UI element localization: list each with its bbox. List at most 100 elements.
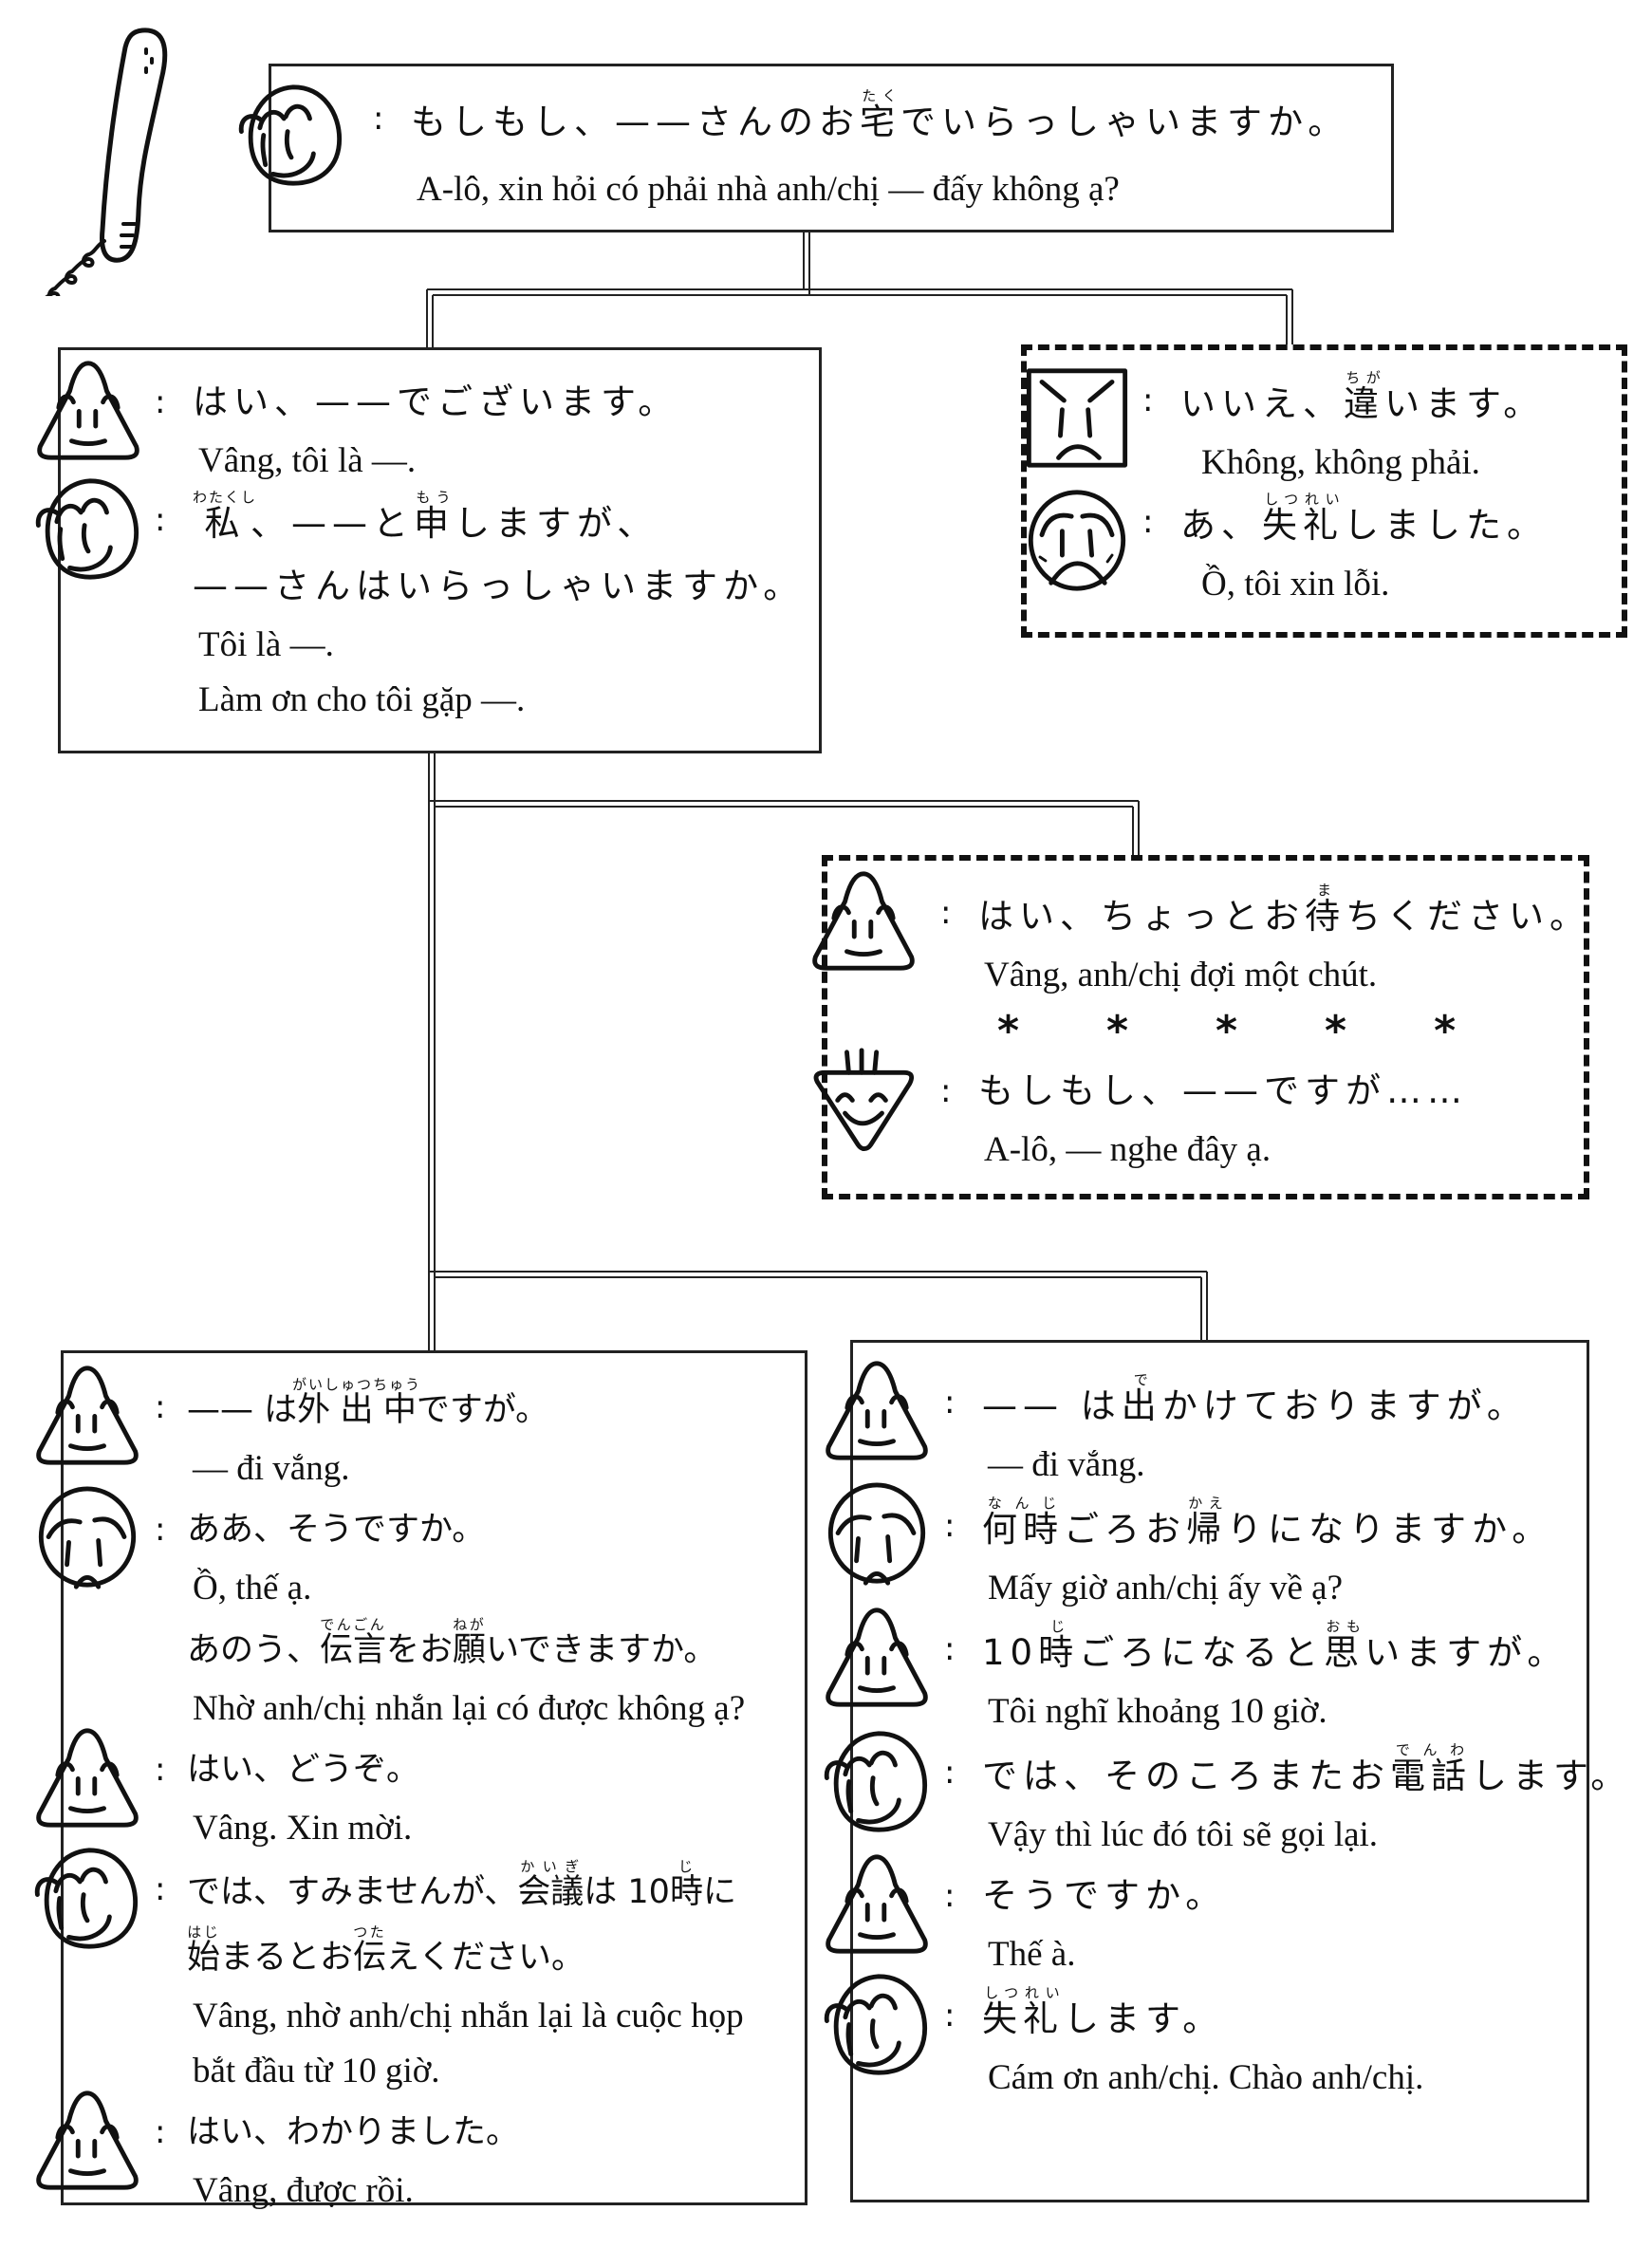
furigana: じ — [669, 1858, 703, 1875]
kanji-with-furigana: 帰かえ — [1186, 1496, 1227, 1551]
japanese-text: ですが。 — [416, 1391, 549, 1429]
furigana: ねが — [453, 1616, 487, 1633]
person-out-leave-message-box: :—— は外出中がいしゅつちゅうですが。— đi vắng.:ああ、そうですか。… — [34, 1350, 807, 2210]
kanji: 失礼 — [982, 1998, 1064, 2039]
japanese-text: はい、——でございます。 — [193, 381, 679, 422]
japanese-text: あ、 — [1180, 505, 1262, 546]
receiver-face-icon — [31, 1725, 143, 1831]
vietnamese-translation: Vâng, được rồi. — [193, 2171, 414, 2210]
japanese-line: もしもし、——さんのお宅たくでいらっしゃいますか。 — [411, 87, 1391, 154]
utterance-receiver: :はい、ちょっとお待まちください。Vâng, anh/chị đợi một c… — [812, 871, 1585, 1003]
person-available-box: :はい、ちょっとお待まちください。Vâng, anh/chị đợi một c… — [812, 855, 1589, 1199]
kanji-with-furigana: 伝つた — [353, 1925, 386, 1978]
kanji-with-furigana: 電話でんわ — [1390, 1743, 1472, 1797]
utterance-caller: :私わたくし、——と申もうしますが、——さんはいらっしゃいますか。Tôi là … — [35, 478, 819, 728]
connector-request-to-availability — [428, 753, 1140, 855]
caller-face-icon — [32, 475, 144, 582]
furigana: つた — [353, 1923, 387, 1941]
speaker-colon: : — [155, 1388, 166, 1426]
receiver-face-icon — [807, 868, 919, 975]
japanese-text: しますが、 — [455, 503, 659, 544]
japanese-line: はい、わかりました。 — [187, 2101, 805, 2164]
vietnamese-translation: Nhờ anh/chị nhắn lại có được không ạ? — [193, 1689, 746, 1728]
vietnamese-translation: Vâng, nhờ anh/chị nhắn lại là cuộc họp — [193, 1997, 744, 2035]
japanese-text: かけておりますが。 — [1161, 1385, 1528, 1426]
utterance-angry: :いいえ、違ちがいます。Không, không phải. — [1026, 368, 1622, 491]
speaker-colon: : — [940, 894, 952, 932]
japanese-line: 何時なんじごろお帰かえりになりますか。 — [982, 1495, 1587, 1561]
japanese-text: そうですか。 — [982, 1875, 1227, 1916]
vietnamese-translation: Tôi là —. — [198, 625, 334, 664]
vietnamese-translation: A-lô, — nghe đây ạ. — [984, 1130, 1271, 1169]
kanji-with-furigana: 願ねが — [453, 1618, 487, 1670]
vietnamese-translation: Làm ơn cho tôi gặp —. — [198, 680, 526, 719]
utterance-receiver: :はい、どうぞ。Vâng. Xin mời. — [36, 1728, 805, 1856]
correct-number-box: :はい、——でございます。Vâng, tôi là —.:私わたくし、——と申も… — [35, 347, 822, 753]
japanese-line: 失礼しつれいします。 — [982, 1984, 1587, 2051]
connector-opening-to-branches — [426, 232, 1293, 347]
kanji: 帰 — [1186, 1509, 1227, 1550]
japanese-line: もしもし、——ですが…… — [978, 1060, 1584, 1123]
kanji: 宅 — [860, 102, 900, 142]
japanese-text: ごろお — [1064, 1509, 1186, 1550]
vietnamese-translation: Thế à. — [988, 1935, 1076, 1974]
japanese-text: をお — [386, 1631, 454, 1669]
speaker-colon: : — [944, 1877, 956, 1915]
furigana: もう — [414, 489, 455, 506]
japanese-line: あのう、伝言でんごんをお願ねがいできますか。 — [187, 1616, 805, 1682]
furigana: かいぎ — [517, 1858, 585, 1875]
japanese-line: では、すみませんが、会議かいぎは 10時じに — [187, 1858, 805, 1923]
scene-break-asterisks: ***** — [940, 1003, 1584, 1060]
japanese-text: まるとお — [220, 1939, 354, 1977]
speaker-colon: : — [944, 1754, 956, 1792]
kanji-with-furigana: 出で — [1121, 1373, 1162, 1427]
caller-face-icon — [235, 82, 347, 188]
japanese-text: 10 — [982, 1632, 1039, 1673]
vietnamese-translation: Không, không phải. — [1201, 443, 1480, 482]
wrong-number-box: :いいえ、違ちがいます。Không, không phải.:あ、失礼しつれいし… — [1021, 344, 1627, 638]
japanese-text: しました。 — [1344, 505, 1548, 546]
furigana: たく — [860, 87, 900, 104]
speaker-colon: : — [944, 1507, 956, 1545]
utterance-caller: :では、すみませんが、会議かいぎは 10時じに始はじまるとお伝つたえください。V… — [34, 1848, 805, 2099]
speaker-colon: : — [155, 2113, 166, 2151]
japanese-text: ごろになると — [1079, 1632, 1325, 1673]
japanese-text: いいえ、 — [1180, 383, 1344, 424]
japanese-text: はい、ちょっとお — [978, 896, 1305, 937]
asterisk: * — [1325, 1007, 1347, 1055]
kanji-with-furigana: 何時なんじ — [982, 1496, 1064, 1551]
japanese-text: します。 — [1472, 1756, 1632, 1796]
japanese-line: はい、ちょっとお待まちください。 — [978, 882, 1585, 948]
kanji-with-furigana: 宅たく — [860, 89, 900, 143]
person-out-call-back-box: :—— は出でかけておりますが。— đi vắng.: 何時なんじごろお帰かえりに… — [824, 1340, 1625, 2202]
utterance-target: : もしもし、——ですが…… A-lô, — nghe đây ạ. — [813, 1048, 1584, 1178]
japanese-line: —— は出でかけておりますが。 — [982, 1371, 1587, 1438]
japanese-line: はい、——でございます。 — [193, 371, 819, 434]
caller-face-icon — [821, 1728, 933, 1834]
kanji: 待 — [1305, 896, 1346, 937]
japanese-text: —— は — [187, 1391, 298, 1429]
kanji-with-furigana: 違ちが — [1344, 371, 1384, 425]
japanese-line: では、そのころまたお電話でんわします。 — [982, 1741, 1625, 1808]
utterance-receiver: :はい、——でございます。Vâng, tôi là —. — [37, 361, 819, 489]
kanji: 願 — [453, 1631, 487, 1669]
sorry-face-icon — [1021, 487, 1133, 593]
receiver-face-icon — [32, 358, 144, 464]
speaker-colon: : — [940, 1072, 952, 1110]
furigana: おも — [1324, 1618, 1365, 1635]
japanese-text: します。 — [1064, 1998, 1224, 2039]
japanese-text: もしもし、——さんのお — [411, 102, 860, 142]
speaker-colon: : — [373, 100, 384, 138]
opening-call-box: :もしもし、——さんのお宅たくでいらっしゃいますか。A-lô, xin hỏi … — [238, 64, 1394, 232]
japanese-line: はい、どうぞ。 — [187, 1738, 805, 1801]
kanji-with-furigana: 会議かいぎ — [517, 1860, 584, 1912]
kanji: 電話 — [1390, 1756, 1472, 1796]
kanji: 伝言 — [320, 1631, 387, 1669]
utterance-caller: :もしもし、——さんのお宅たくでいらっしゃいますか。A-lô, xin hỏi … — [238, 84, 1391, 226]
speaker-colon: : — [1142, 381, 1154, 419]
japanese-text: いますが。 — [1364, 1632, 1568, 1673]
kanji-with-furigana: 外出中がいしゅつちゅう — [292, 1378, 421, 1430]
kanji-with-furigana: 失礼しつれい — [1262, 492, 1344, 547]
utterance-receiver: :—— は出でかけておりますが。— đi vắng. — [826, 1361, 1587, 1493]
kanji: 出 — [1121, 1385, 1162, 1426]
